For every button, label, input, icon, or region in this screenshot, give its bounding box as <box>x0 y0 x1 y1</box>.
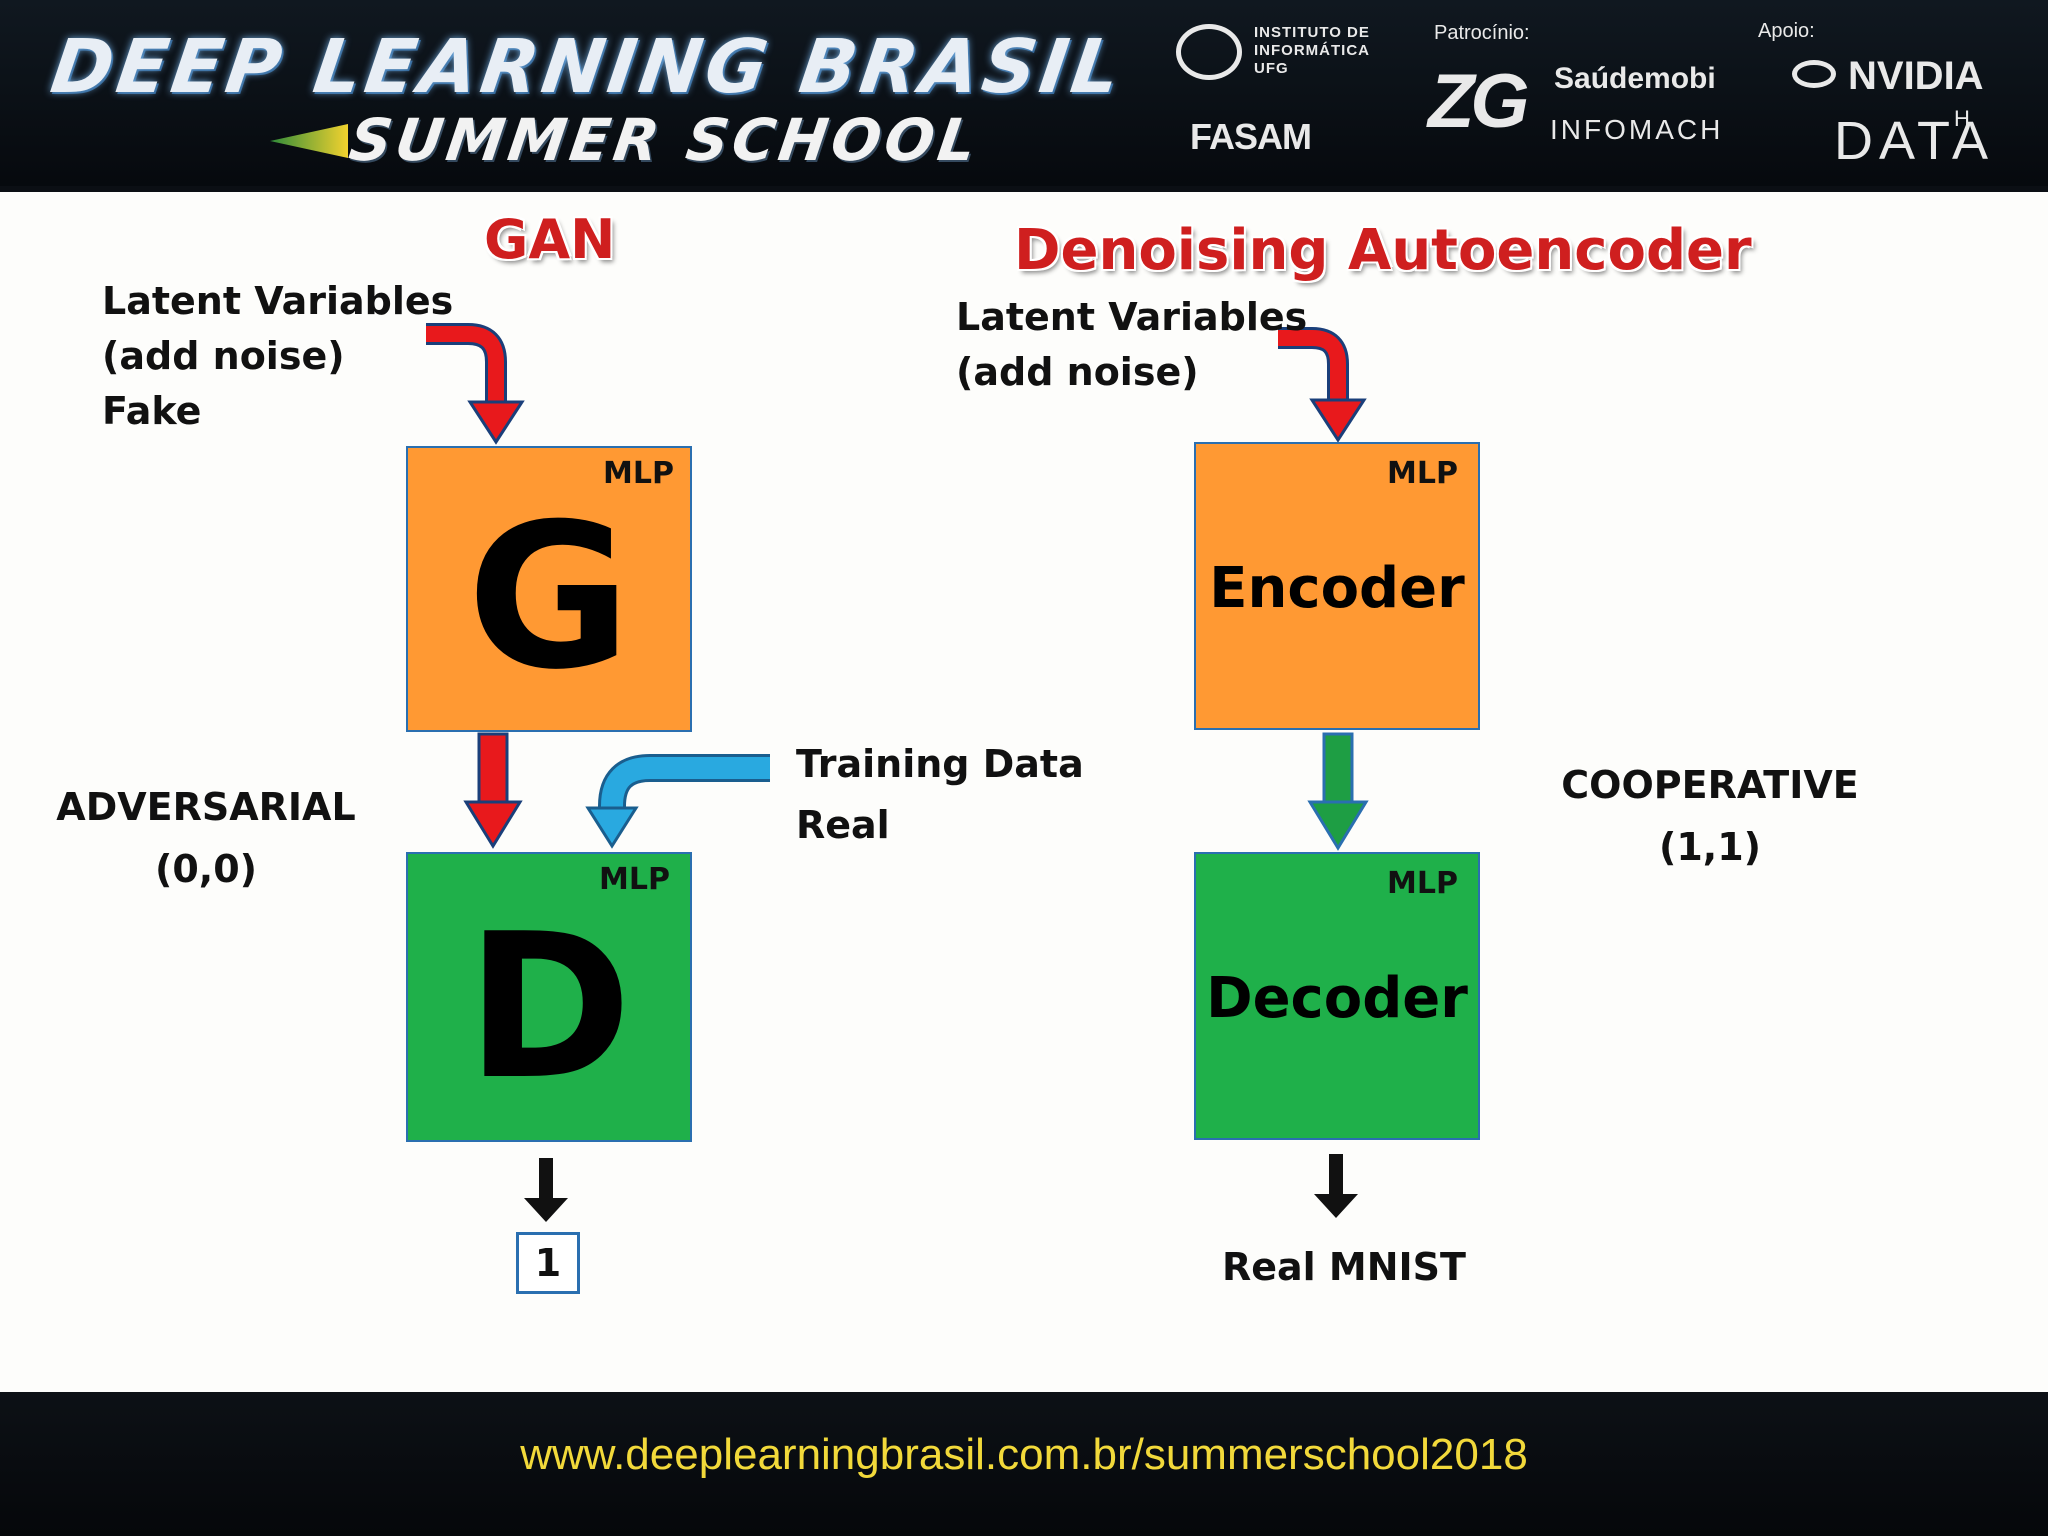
dae-output-arrow <box>1314 1154 1358 1218</box>
dae-input-arrow <box>1278 327 1367 443</box>
nvidia-eye-icon <box>1792 60 1836 88</box>
saudemobi-logo: Saúdemobi <box>1554 62 1716 95</box>
datah-logo-sup: H <box>1954 106 1970 131</box>
training-data-label: Training Data Real <box>796 734 1084 856</box>
adversarial-label: ADVERSARIAL (0,0) <box>56 776 356 900</box>
decoder-box: MLP Decoder <box>1194 852 1480 1140</box>
generator-box: MLP G <box>406 446 692 732</box>
infomach-logo: INFOMACH <box>1550 114 1724 145</box>
nvidia-logo: NVIDIA <box>1848 54 1984 98</box>
diagram-arrows <box>426 323 1369 1222</box>
zg-logo: ZG <box>1428 59 1530 144</box>
gan-training-data-arrow <box>585 754 770 849</box>
datah-logo: DATA <box>1834 111 1995 171</box>
dae-input-label-line: (add noise) <box>956 350 1199 394</box>
discriminator-letter: D <box>465 891 632 1124</box>
decoder-mlp-tag: MLP <box>1387 866 1458 901</box>
sponsor-label: Patrocínio: <box>1434 22 1530 44</box>
discriminator-box: MLP D <box>406 852 692 1142</box>
gan-title: GAN <box>484 208 616 271</box>
gan-output-arrow <box>524 1158 568 1222</box>
footer-bar: www.deeplearningbrasil.com.br/summerscho… <box>0 1392 2048 1536</box>
gan-input-label-line: Latent Variables <box>102 279 454 323</box>
header-banner: DEEP LEARNING BRASIL SUMMER SCHOOL INSTI… <box>0 0 2048 192</box>
adversarial-label-line: (0,0) <box>154 847 258 891</box>
training-data-label-line: Training Data <box>796 742 1084 786</box>
adversarial-label-line: ADVERSARIAL <box>56 785 356 829</box>
inf-ufg-logo-icon <box>1176 24 1242 80</box>
gan-input-label: Latent Variables (add noise) Fake <box>102 274 453 439</box>
cooperative-label-line: (1,1) <box>1658 825 1762 869</box>
encoder-box: MLP Encoder <box>1194 442 1480 730</box>
generator-letter: G <box>466 481 632 714</box>
dae-output-label: Real MNIST <box>1222 1245 1466 1289</box>
encoder-label: Encoder <box>1209 556 1465 621</box>
support-label: Apoio: <box>1758 20 1815 42</box>
gan-input-label-line: (add noise) <box>102 334 345 378</box>
gan-g-to-d-arrow <box>463 732 523 849</box>
cooperative-label-line: COOPERATIVE <box>1561 763 1859 807</box>
gan-input-label-line: Fake <box>102 389 202 433</box>
gan-output-box: 1 <box>516 1232 580 1294</box>
dae-input-label: Latent Variables (add noise) <box>956 290 1307 400</box>
inf-ufg-logo-text: INSTITUTO DE INFORMÁTICA UFG <box>1254 24 1370 77</box>
decoder-label: Decoder <box>1206 966 1468 1031</box>
fasam-logo: FASAM <box>1190 116 1312 157</box>
cooperative-label: COOPERATIVE (1,1) <box>1530 754 1890 878</box>
generator-mlp-tag: MLP <box>603 456 674 491</box>
dae-encoder-to-decoder-arrow <box>1307 732 1369 851</box>
discriminator-mlp-tag: MLP <box>599 862 670 897</box>
footer-url-link[interactable]: www.deeplearningbrasil.com.br/summerscho… <box>520 1430 1528 1479</box>
dae-title: Denoising Autoencoder <box>1014 218 1752 283</box>
encoder-mlp-tag: MLP <box>1387 456 1458 491</box>
training-data-label-line: Real <box>796 803 890 847</box>
dae-input-label-line: Latent Variables <box>956 295 1308 339</box>
gan-input-arrow <box>426 323 525 445</box>
